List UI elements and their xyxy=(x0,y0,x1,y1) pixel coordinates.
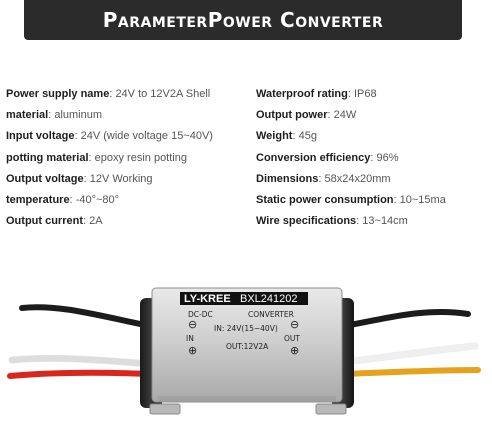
spec-input-voltage: Input voltage: 24V (wide voltage 15~40V) xyxy=(6,130,213,143)
input-spec-text: IN: 24V(15~40V) xyxy=(214,324,278,333)
product-label-band: LY-KREE BXL241202 xyxy=(180,292,308,305)
output-spec-text: OUT:12V2A xyxy=(226,342,269,351)
spec-output-current: Output current: 2A xyxy=(6,215,103,228)
right-black-wire xyxy=(342,308,471,329)
dc-dc-text: DC-DC xyxy=(188,310,213,319)
left-red-wire xyxy=(7,369,153,379)
spec-power-supply-name: Power supply name: 24V to 12V2A Shell xyxy=(6,88,211,100)
title-banner: ParameterPower Converter xyxy=(24,0,462,40)
in-label: IN xyxy=(186,334,194,343)
spec-waterproof-rating: Waterproof rating: IP68 xyxy=(256,88,377,100)
left-black-wire xyxy=(19,304,153,329)
spec-table: Power supply name: 24V to 12V2A Shell Wa… xyxy=(6,84,492,232)
spec-output-power: Output power: 24W xyxy=(256,109,357,122)
product-brand: LY-KREE xyxy=(184,292,231,305)
converter-text: CONVERTER xyxy=(248,310,294,319)
spec-potting-material: potting material: epoxy resin potting xyxy=(6,151,187,164)
spec-output-voltage: Output voltage: 12V Working xyxy=(6,172,153,185)
spec-temperature: temperature: -40°~80° xyxy=(6,194,120,207)
spec-weight: Weight: 45g xyxy=(256,130,317,143)
spec-static-power-consumption: Static power consumption: 10~15ma xyxy=(256,194,446,207)
spec-conversion-efficiency: Conversion efficiency: 96% xyxy=(256,151,399,164)
in-plus-symbol: ⊕ xyxy=(188,344,198,357)
left-white-wire xyxy=(9,355,153,367)
spec-material: material: aluminum xyxy=(6,109,103,122)
converter-illustration xyxy=(7,287,481,415)
left-white-wire-outline xyxy=(8,354,154,368)
right-white-wire-core xyxy=(342,343,478,365)
spec-wire-specifications: Wire specifications: 13~14cm xyxy=(256,215,408,228)
out-minus-symbol: ⊖ xyxy=(290,318,300,331)
out-label: OUT xyxy=(284,334,300,343)
right-mounting-foot xyxy=(315,403,347,415)
out-plus-symbol: ⊕ xyxy=(290,344,300,357)
right-yellow-wire xyxy=(342,367,481,377)
product-model: BXL241202 xyxy=(240,292,298,305)
left-mounting-foot xyxy=(149,403,181,415)
spec-dimensions: Dimensions: 58x24x20mm xyxy=(256,172,391,185)
in-minus-symbol: ⊖ xyxy=(188,318,198,331)
banner-title: ParameterPower Converter xyxy=(102,8,384,32)
